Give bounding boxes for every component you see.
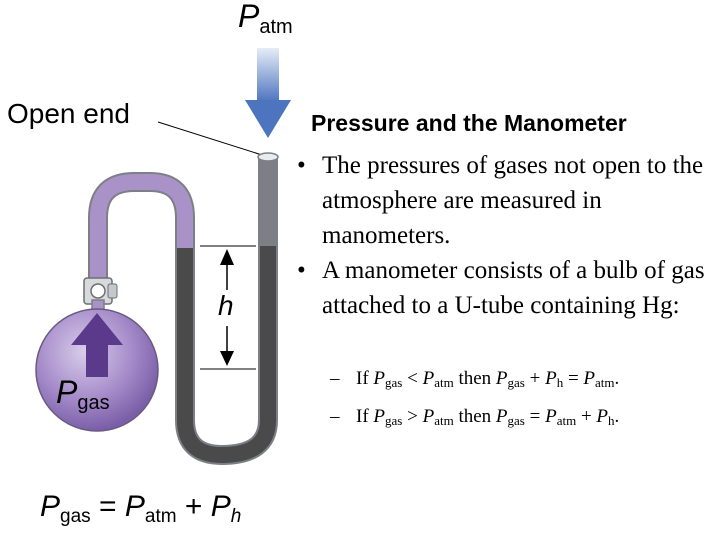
height-marker <box>200 245 256 370</box>
atmospheric-pressure-arrow <box>245 48 291 138</box>
bullet-glyph: • <box>297 257 306 284</box>
patm-label: Patm <box>238 0 293 38</box>
slide-title: Pressure and the Manometer <box>311 110 627 136</box>
sub-bullet-item: –If Pgas < Patm then Pgas + Ph = Patm. <box>330 362 715 400</box>
bullet-list: •The pressures of gases not open to the … <box>297 148 707 323</box>
open-end-label: Open end <box>7 98 130 129</box>
pgas-label: Pgas <box>56 374 110 414</box>
pressure-equation: Pgas = Patm + Ph <box>40 490 242 527</box>
gas-filled-tube <box>90 174 193 278</box>
bullet-item: •A manometer consists of a bulb of gas a… <box>297 253 707 323</box>
u-tube <box>88 152 279 466</box>
dash-glyph: – <box>330 406 340 427</box>
bullet-glyph: • <box>297 152 306 179</box>
gas-pressure-arrow <box>71 313 123 377</box>
height-label: h <box>218 290 234 321</box>
sub-bullet-list: –If Pgas < Patm then Pgas + Ph = Patm. –… <box>330 362 715 438</box>
bullet-item: •The pressures of gases not open to the … <box>297 148 707 253</box>
open-end-leader-line <box>157 121 263 156</box>
mercury-column <box>177 246 276 464</box>
dash-glyph: – <box>330 368 340 389</box>
sub-bullet-item: –If Pgas > Patm then Pgas = Patm + Ph. <box>330 400 715 438</box>
